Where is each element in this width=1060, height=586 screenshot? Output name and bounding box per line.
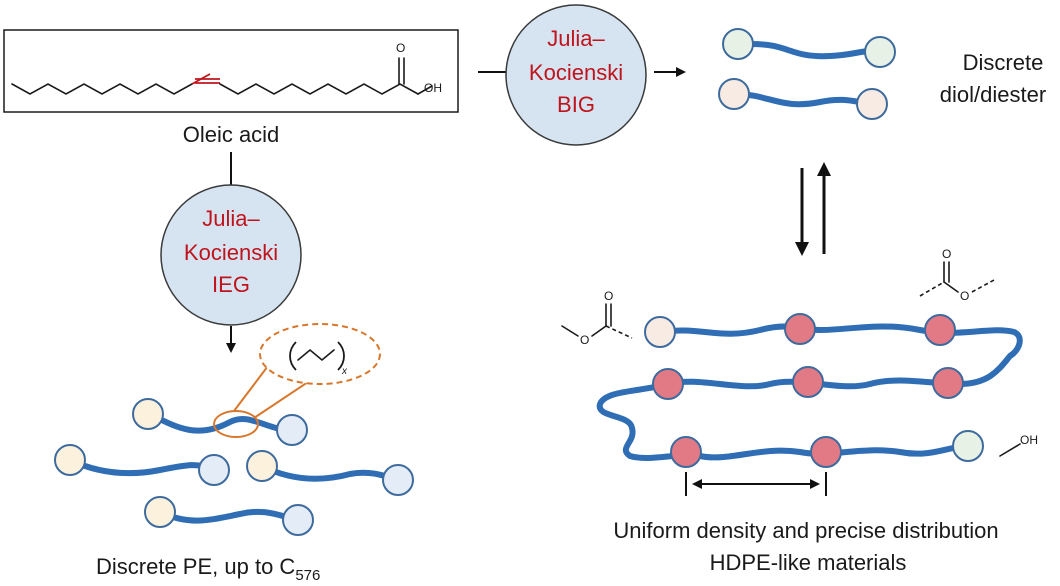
- ester-node: [932, 367, 964, 399]
- left-ester-o-single: O: [580, 333, 589, 347]
- hydroxyl-label: OH: [424, 81, 442, 95]
- ieg-bubble-line2: Kocienski: [184, 240, 278, 265]
- diol-label-line1: Discrete: [963, 50, 1044, 75]
- terminal-oh-label: OH: [1020, 433, 1038, 447]
- ester-node: [924, 314, 956, 346]
- zoom-connector-right: [253, 377, 315, 419]
- pe-caption: Discrete PE, up to C576: [96, 554, 320, 584]
- pe-caption-subscript: 576: [295, 567, 320, 584]
- ester-node: [792, 366, 824, 398]
- carbonyl-oxygen-label: O: [396, 41, 405, 55]
- ester-node: [784, 313, 816, 345]
- ieg-bubble-line1: Julia–: [202, 206, 260, 231]
- oleic-acid-box: [3, 29, 459, 113]
- down-arrowhead-icon: [795, 242, 809, 256]
- hdpe-end-node-left: [644, 316, 676, 348]
- spacing-arrowhead-right-icon: [810, 479, 820, 489]
- repeat-subscript: x: [341, 366, 348, 377]
- ieg-arrowhead-icon: [226, 343, 236, 353]
- big-bubble-line2: Kocienski: [529, 60, 623, 85]
- zoom-highlight-small: [213, 410, 259, 438]
- pe-chain-1: [132, 398, 308, 446]
- diol-label-line2: diol/diester: [940, 82, 1046, 107]
- ieg-reagent-bubble: [160, 184, 302, 326]
- pe-chain-3: [246, 450, 414, 496]
- oleic-acid-skeleton: [11, 57, 433, 95]
- hdpe-end-node-right: [952, 430, 984, 462]
- right-ester-o-single: O: [960, 289, 969, 303]
- pe-chain-4: [144, 496, 314, 536]
- terminal-oh-bond: [999, 443, 1021, 457]
- big-arrowhead-icon: [676, 67, 686, 77]
- ester-node: [670, 436, 702, 468]
- spacing-arrowhead-left-icon: [692, 479, 702, 489]
- ester-node: [810, 436, 842, 468]
- up-arrowhead-icon: [817, 162, 831, 176]
- big-bubble-line1: Julia–: [547, 26, 605, 51]
- hdpe-caption-line2: HDPE-like materials: [710, 550, 907, 575]
- big-bubble-line3: BIG: [557, 92, 595, 117]
- diol-chain-2: [718, 78, 888, 120]
- left-ester-group: [561, 303, 633, 339]
- ester-node: [652, 368, 684, 400]
- pe-chain-2: [54, 444, 230, 486]
- zoom-highlight-large: [259, 323, 381, 385]
- left-ester-o-carbonyl: O: [604, 289, 613, 303]
- right-ester-o-carbonyl: O: [942, 247, 951, 261]
- right-ester-group: [919, 261, 995, 297]
- repeat-unit-icon: [289, 341, 345, 371]
- diol-chain-1: [722, 28, 896, 68]
- hdpe-caption-line1: Uniform density and precise distribution: [613, 518, 998, 543]
- ieg-bubble-line3: IEG: [212, 272, 250, 297]
- hdpe-folded-chain: [596, 313, 1023, 468]
- big-reagent-bubble: [505, 4, 647, 146]
- oleic-acid-label: Oleic acid: [183, 122, 280, 147]
